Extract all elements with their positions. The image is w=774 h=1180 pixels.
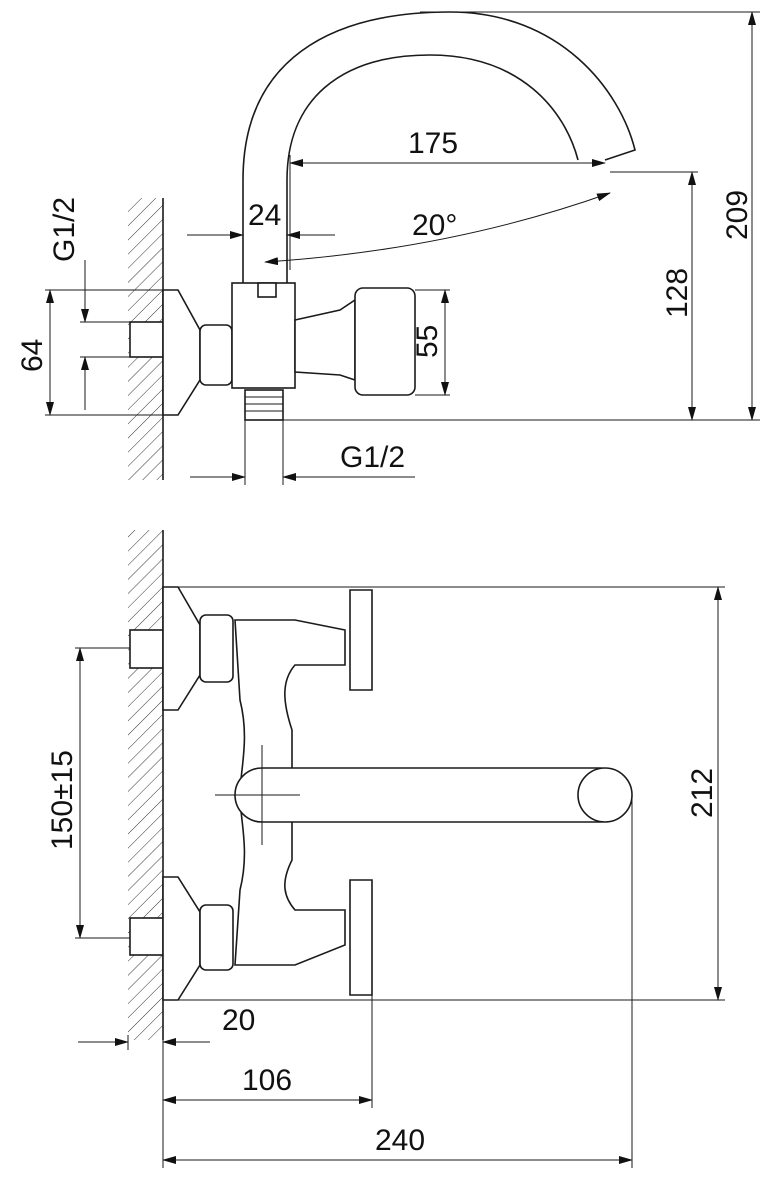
- center-distance-label: 150±15: [46, 750, 79, 850]
- reach-175-label: 175: [408, 127, 458, 160]
- depth-240-label: 240: [375, 1124, 425, 1157]
- thread-bottom-label: G1/2: [340, 441, 405, 474]
- height-128-label: 128: [661, 268, 694, 318]
- handle-stem: [294, 298, 356, 382]
- height-212-label: 212: [686, 768, 719, 818]
- inlet-stub-top: [129, 629, 164, 669]
- handle-55-label: 55: [411, 325, 444, 358]
- spout-end: [577, 767, 633, 823]
- inlet-stub-bottom: [129, 917, 164, 956]
- flange-top: [162, 586, 201, 711]
- angle-label: 20°: [412, 209, 457, 242]
- side-view: G1/2 64 24 175 20° 55 128 209 G1/2: [16, 11, 760, 485]
- cross-handle-top: [349, 589, 373, 691]
- hex-nut-top: [199, 614, 234, 683]
- wall-hatch-front: [128, 530, 163, 1040]
- hex-nut-bottom: [199, 904, 234, 971]
- lever-handle: [354, 287, 416, 396]
- depth-20-label: 20: [222, 1004, 255, 1037]
- spout-screw: [257, 282, 277, 298]
- inlet-stub: [129, 321, 164, 358]
- depth-106-label: 106: [242, 1064, 292, 1097]
- height-64-label: 64: [16, 339, 49, 372]
- height-209-label: 209: [721, 190, 754, 240]
- thread-left-label: G1/2: [48, 197, 81, 262]
- spout-inner: [286, 54, 579, 283]
- mixer-body: [231, 282, 296, 389]
- width-24-label: 24: [248, 199, 281, 232]
- front-view: 150±15 212 20 106 240: [46, 530, 725, 1168]
- flange: [162, 289, 201, 416]
- flange-bottom: [162, 876, 201, 1001]
- cross-handle-bottom: [349, 879, 373, 996]
- threaded-outlet: [244, 389, 284, 421]
- hex-nut: [199, 324, 233, 386]
